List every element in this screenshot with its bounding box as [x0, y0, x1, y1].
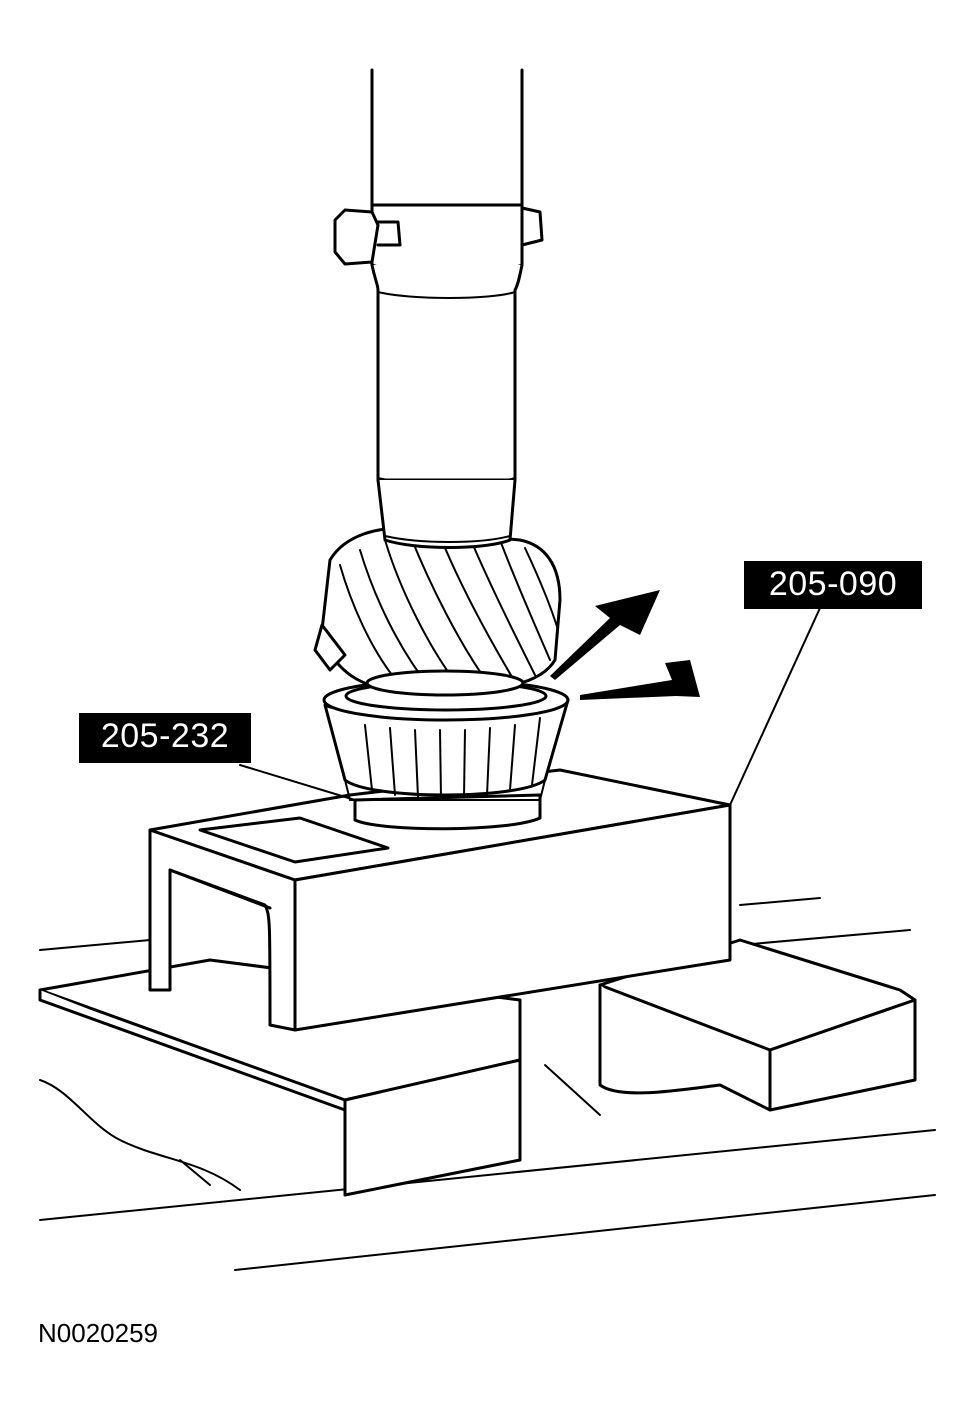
callout-label-205-090: 205-090 — [744, 561, 922, 609]
pointer-arrows — [550, 590, 700, 700]
pinion-gear — [313, 527, 562, 697]
press-ram — [333, 68, 544, 549]
workbench — [39, 897, 936, 1271]
arrow-icon-upper — [550, 590, 660, 680]
figure-id: N0020259 — [38, 1318, 158, 1348]
bearing-205-232 — [322, 678, 570, 831]
leader-lines — [239, 607, 821, 806]
callout-label-205-232: 205-232 — [79, 713, 251, 763]
arrow-icon-lower — [580, 660, 700, 700]
